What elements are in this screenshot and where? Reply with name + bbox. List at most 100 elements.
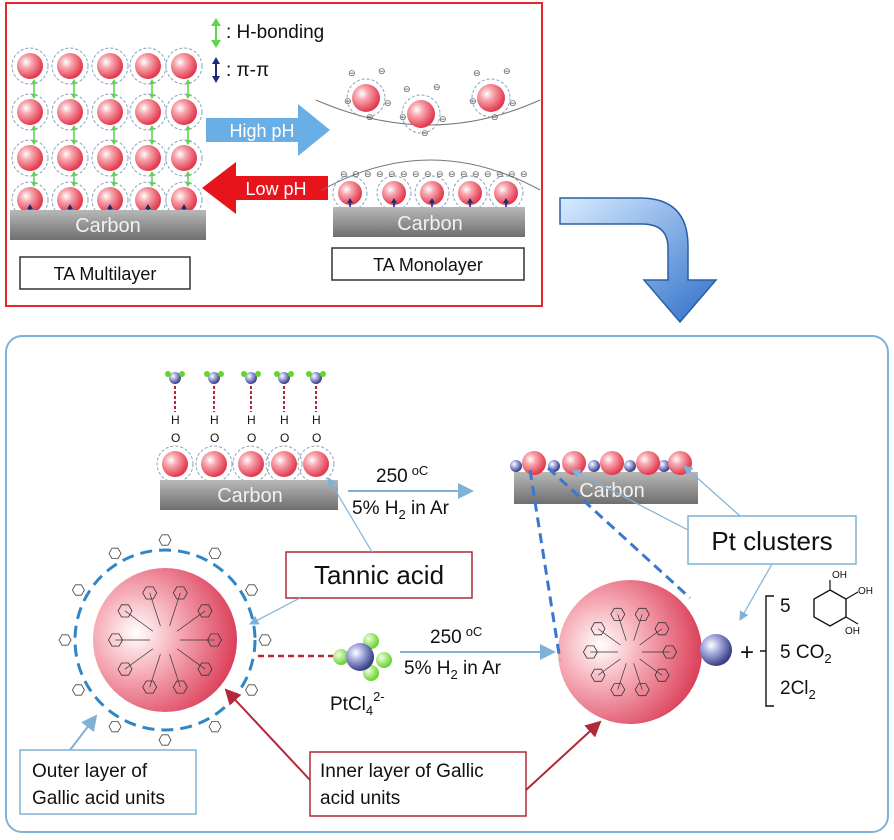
monolayer-charge-8: ⊖ — [436, 169, 444, 179]
right-ta-ring-4 — [590, 668, 606, 682]
linker-pt-2 — [245, 372, 257, 384]
right-ta-bond-4 — [597, 658, 621, 676]
left-ta-bond-4 — [124, 648, 154, 670]
left-ta-bond-8 — [169, 592, 181, 626]
linker-ta-molecule-2 — [238, 451, 264, 477]
right-ta-bond-3 — [617, 663, 627, 690]
monolayer-charge-12: ⊖ — [484, 169, 492, 179]
left-ta-bond-6 — [124, 610, 154, 632]
low-ph-arrow: Low pH — [202, 162, 328, 214]
tannic-pointer-up — [327, 476, 373, 553]
monolayer-charge-0: ⊖ — [340, 169, 348, 179]
inner-layer-label-line1: Inner layer of Gallic — [320, 761, 484, 782]
free-charge-0-3: ⊖ — [384, 98, 392, 108]
free-charge-1-0: ⊖ — [403, 84, 411, 94]
outer-gallic-unit-2 — [208, 721, 222, 733]
right-ta-bond-2 — [633, 663, 643, 690]
monolayer-charge-1: ⊖ — [352, 169, 360, 179]
free-charge-1-1: ⊖ — [433, 82, 441, 92]
outer-gallic-unit-6 — [58, 634, 72, 646]
right-ta-bond-6 — [597, 628, 621, 646]
reduced-ta-molecule-1 — [562, 451, 586, 475]
right-ta-ring-9 — [654, 622, 670, 636]
carbon-label-top-right: Carbon — [397, 213, 463, 235]
monolayer-molecule-0 — [338, 181, 362, 205]
multilayer-label: TA Multilayer — [54, 264, 157, 284]
multilayer-molecule-4-3-halo — [165, 181, 203, 219]
products-bracket — [760, 595, 774, 707]
free-charge-1-2: ⊖ — [399, 112, 407, 122]
hbond-arrow-0-2-heads — [31, 171, 37, 187]
linker-cl-b-3 — [288, 371, 294, 377]
outer-gallic-unit-10 — [208, 547, 222, 559]
outer-layer-label-line2: Gallic acid units — [32, 788, 165, 809]
monolayer-charge-7: ⊖ — [424, 169, 432, 179]
linker-cl-a-1 — [204, 371, 210, 377]
reaction-bottom-gas: 5% H2 in Ar — [404, 658, 502, 682]
outer-layer-pointer — [69, 714, 98, 751]
linker-cl-a-3 — [274, 371, 280, 377]
right-ta-ring-6 — [590, 622, 606, 636]
monolayer-molecule-3 — [458, 181, 482, 205]
right-ta-bond-1 — [639, 658, 663, 676]
outer-gallic-unit-9 — [158, 534, 172, 546]
linker-cl-b-2 — [255, 371, 261, 377]
linker-ta-molecule-0-halo — [156, 445, 194, 483]
reduced-ta-molecule-4 — [668, 451, 692, 475]
free-ta-molecule-1-halo — [401, 94, 441, 134]
hbond-arrow-1-2-heads — [71, 171, 77, 187]
linker-ta-molecule-0 — [162, 451, 188, 477]
pt-cluster-on-sphere — [700, 634, 732, 666]
multilayer-molecule-2-1-halo — [91, 93, 129, 131]
linker-ta-molecule-3 — [271, 451, 297, 477]
low-ph-label: Low pH — [245, 179, 306, 199]
pt-clusters-pointer-bottom — [739, 563, 773, 622]
right-ta-ring-3 — [610, 683, 626, 697]
linker-ta-molecule-4 — [303, 451, 329, 477]
outer-gallic-unit-3 — [158, 734, 172, 746]
free-charge-2-2: ⊖ — [469, 96, 477, 106]
products-plus: + — [740, 639, 754, 666]
multilayer-molecule-3-2 — [135, 145, 161, 171]
free-charge-2-0: ⊖ — [473, 68, 481, 78]
outer-gallic-unit-11 — [245, 584, 259, 596]
linker-ta-molecule-4-halo — [297, 445, 335, 483]
pt-cluster-row — [510, 451, 692, 475]
multilayer-molecule-2-0 — [97, 53, 123, 79]
monolayer-molecule-4 — [494, 181, 518, 205]
right-ta-bond-8 — [633, 614, 643, 641]
monolayer-charge-6: ⊖ — [412, 169, 420, 179]
multilayer-molecule-4-0 — [171, 53, 197, 79]
monolayer-charge-9: ⊖ — [448, 169, 456, 179]
monolayer-charge-10: ⊖ — [460, 169, 468, 179]
ta-sphere-left — [93, 568, 237, 712]
oh-label-2: OH — [858, 586, 873, 597]
zoom-dashed-line-right — [546, 466, 692, 600]
multilayer-molecule-0-1-halo — [11, 93, 49, 131]
multilayer-molecule-2-3 — [97, 187, 123, 213]
reduced-ta-molecule-3 — [636, 451, 660, 475]
oh-label-1: OH — [832, 570, 847, 581]
tannic-pointer-left — [248, 597, 301, 625]
multilayer-stack — [11, 47, 203, 222]
multilayer-molecule-0-0 — [17, 53, 43, 79]
multilayer-molecule-4-2 — [171, 145, 197, 171]
pt-clusters-label: Pt clusters — [711, 526, 832, 556]
monolayer-label-box — [331, 247, 525, 281]
linker-pt-3 — [278, 372, 290, 384]
outer-gallic-unit-5 — [71, 684, 85, 696]
left-ta-bond-9 — [176, 610, 206, 632]
hbond-arrow-2-2-heads — [111, 171, 117, 187]
carbon-substrate-bottom-left — [160, 480, 338, 510]
linker-ta-molecule-1-halo — [195, 445, 233, 483]
monolayer-charge-5: ⊖ — [400, 169, 408, 179]
monolayer-molecule-1 — [382, 181, 406, 205]
free-ta-molecule-2 — [477, 84, 505, 112]
ta-left-structure — [58, 534, 272, 746]
linker-h-4: H — [312, 413, 321, 427]
pt-clusters-pointer-left — [570, 469, 689, 531]
pt-clusters-pointer-top — [683, 465, 741, 517]
linker-o-1: O — [210, 431, 219, 445]
